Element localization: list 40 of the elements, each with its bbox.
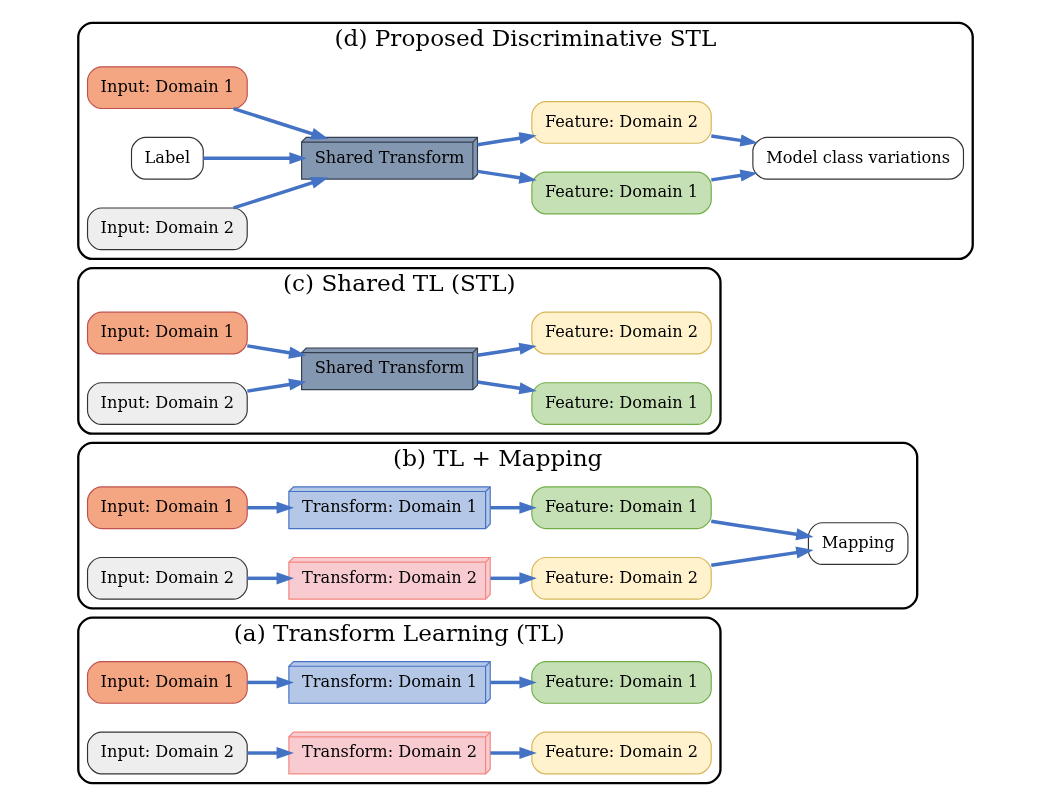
node-box: Input: Domain 2 (86, 381, 248, 425)
arrow (476, 131, 537, 146)
arrow (489, 501, 537, 514)
arrow (476, 169, 537, 184)
arrow (246, 571, 294, 584)
arrow (246, 746, 294, 759)
node-box: Feature: Domain 2 (530, 731, 712, 774)
node-box: Feature: Domain 1 (530, 660, 712, 704)
arrow (246, 675, 294, 689)
arrow (489, 675, 537, 689)
node-box: Feature: Domain 2 (530, 100, 712, 144)
node-box: Feature: Domain 2 (530, 311, 712, 354)
arrow (710, 519, 814, 540)
arrow (489, 746, 537, 759)
node-box: Mapping (807, 521, 908, 565)
node-box: Input: Domain 1 (86, 485, 248, 529)
node-box: Input: Domain 2 (86, 206, 248, 250)
arrow (710, 133, 758, 146)
arrow (476, 342, 537, 357)
arrow (489, 571, 537, 584)
node-box: Label (130, 136, 204, 180)
node-box: Feature: Domain 2 (530, 556, 712, 600)
arrow (246, 501, 294, 514)
node-box: Input: Domain 1 (86, 660, 248, 704)
arrow (476, 379, 537, 394)
arrow (246, 343, 306, 359)
arrow (246, 378, 306, 393)
node-box: Input: Domain 1 (86, 65, 248, 109)
node-box: Feature: Domain 1 (530, 381, 712, 425)
node-box: Model class variations (751, 136, 964, 180)
node-box: Input: Domain 1 (86, 311, 248, 354)
node-box: Feature: Domain 1 (530, 171, 712, 214)
arrow (710, 546, 814, 567)
arrow (232, 106, 328, 139)
node-box: Input: Domain 2 (86, 731, 248, 774)
arrow (202, 151, 307, 164)
arrow (232, 176, 328, 210)
arrow (710, 169, 758, 182)
node-box: Feature: Domain 1 (530, 485, 712, 529)
node-box: Input: Domain 2 (86, 556, 248, 600)
